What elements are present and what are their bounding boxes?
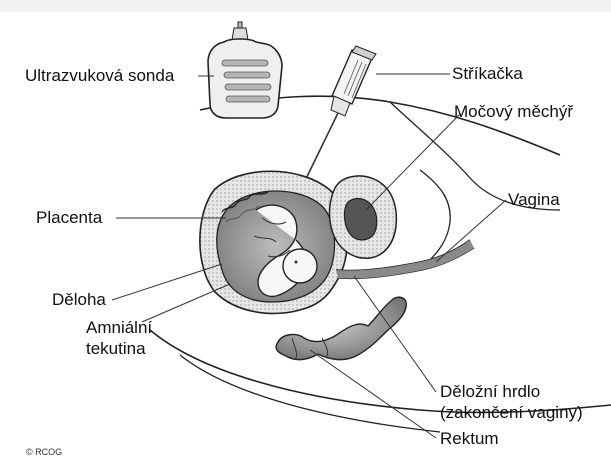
amniotic-leader xyxy=(142,284,230,322)
label-cervix-line1: Děložní hrdlo xyxy=(440,381,583,402)
pubic-bone xyxy=(420,170,450,262)
label-cervix: Děložní hrdlo (zakončení vaginy) xyxy=(440,381,583,423)
label-syringe: Stříkačka xyxy=(452,64,523,84)
rectum-leader xyxy=(310,350,436,438)
vagina-leader xyxy=(436,200,506,262)
ultrasound-probe xyxy=(208,22,282,118)
label-amniotic-line2: tekutina xyxy=(86,338,152,359)
label-vagina: Vagina xyxy=(508,190,560,210)
label-placenta: Placenta xyxy=(36,208,102,228)
label-amniotic-line1: Amniální xyxy=(86,317,152,338)
label-rectum: Rektum xyxy=(440,429,499,449)
label-amniotic: Amniální tekutina xyxy=(86,317,152,359)
label-uterus: Děloha xyxy=(52,290,106,310)
bladder-leader xyxy=(366,114,460,210)
body-outline-inner xyxy=(180,355,440,432)
label-bladder: Močový měchýř xyxy=(454,102,573,122)
copyright-text: © RCOG xyxy=(26,447,62,457)
bladder xyxy=(330,176,397,258)
label-probe: Ultrazvuková sonda xyxy=(25,66,174,86)
label-cervix-line2: (zakončení vaginy) xyxy=(440,402,583,423)
